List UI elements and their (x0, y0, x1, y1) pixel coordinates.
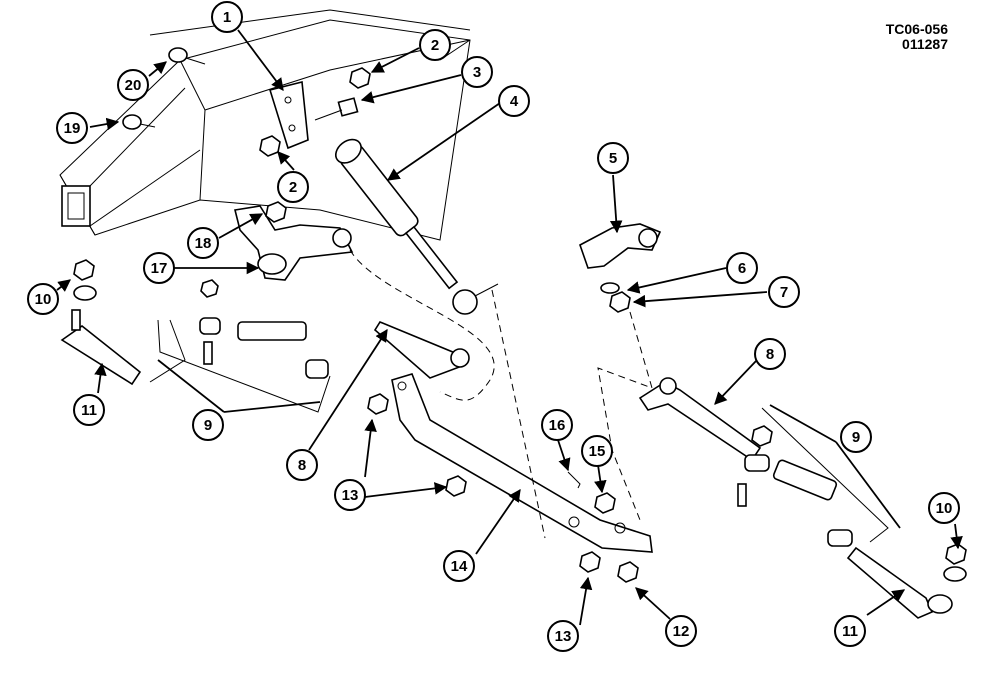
callout-16: 16 (541, 409, 573, 441)
svg-text:14: 14 (451, 558, 468, 575)
callout-9-left: 9 (192, 409, 224, 441)
svg-text:9: 9 (204, 417, 212, 434)
svg-text:11: 11 (842, 623, 858, 640)
svg-text:8: 8 (766, 346, 774, 363)
callout-15: 15 (581, 435, 613, 467)
callout-4: 4 (498, 85, 530, 117)
svg-text:18: 18 (195, 235, 212, 252)
frame-rail (59, 9, 471, 241)
callout-10-right: 10 (928, 492, 960, 524)
svg-text:19: 19 (64, 120, 81, 137)
callout-2-upper: 2 (419, 29, 451, 61)
nut-2-upper (349, 67, 371, 89)
callout-20: 20 (117, 69, 149, 101)
figure-code: TC06-056 (885, 21, 948, 37)
svg-text:10: 10 (35, 291, 52, 308)
svg-text:5: 5 (609, 150, 617, 167)
callout-19: 19 (56, 112, 88, 144)
svg-text:15: 15 (589, 443, 606, 460)
pitman-arm (579, 223, 662, 313)
callout-9-right: 9 (840, 421, 872, 453)
svg-text:1: 1 (223, 9, 231, 26)
svg-text:2: 2 (431, 37, 439, 54)
leader-lines (56, 29, 963, 626)
routing-lines (349, 249, 653, 539)
svg-text:17: 17 (151, 260, 168, 277)
callout-13-lower: 13 (547, 620, 579, 652)
shock-bolt (314, 97, 359, 121)
svg-text:8: 8 (298, 457, 306, 474)
svg-text:13: 13 (555, 628, 572, 645)
callout-14: 14 (443, 550, 475, 582)
svg-text:9: 9 (852, 429, 860, 446)
callout-17: 17 (143, 252, 175, 284)
callout-8-right: 8 (754, 338, 786, 370)
figure-date: 011287 (902, 36, 948, 52)
nut-2-lower (259, 135, 281, 157)
callout-10-left: 10 (27, 283, 59, 315)
shock-bracket (268, 81, 309, 150)
svg-text:7: 7 (780, 284, 788, 301)
callout-7: 7 (768, 276, 800, 308)
svg-text:4: 4 (510, 93, 519, 110)
svg-text:20: 20 (125, 77, 142, 94)
frame-bolt-20 (168, 47, 206, 65)
right-tie-rod-assembly (638, 377, 967, 619)
callout-12: 12 (665, 615, 697, 647)
callout-11-left: 11 (73, 394, 105, 426)
callout-6: 6 (726, 252, 758, 284)
svg-text:11: 11 (81, 402, 97, 419)
callout-5: 5 (597, 142, 629, 174)
svg-text:12: 12 (673, 623, 690, 640)
callout-1: 1 (211, 1, 243, 33)
relay-rod (367, 373, 653, 583)
callout-8-left: 8 (286, 449, 318, 481)
svg-text:6: 6 (738, 260, 746, 277)
svg-text:2: 2 (289, 179, 297, 196)
svg-text:13: 13 (342, 487, 359, 504)
callout-2-lower: 2 (277, 171, 309, 203)
steering-damper (334, 138, 499, 315)
frame-bolt-19 (122, 114, 156, 130)
svg-text:3: 3 (473, 64, 481, 81)
callout-18: 18 (187, 227, 219, 259)
figure-reference: TC06-056 011287 (840, 22, 948, 52)
callout-11-right: 11 (834, 615, 866, 647)
callout-3: 3 (461, 56, 493, 88)
callout-13-upper: 13 (334, 479, 366, 511)
svg-text:10: 10 (936, 500, 953, 517)
svg-text:16: 16 (549, 417, 566, 434)
left-tie-rod-assembly (60, 259, 470, 413)
